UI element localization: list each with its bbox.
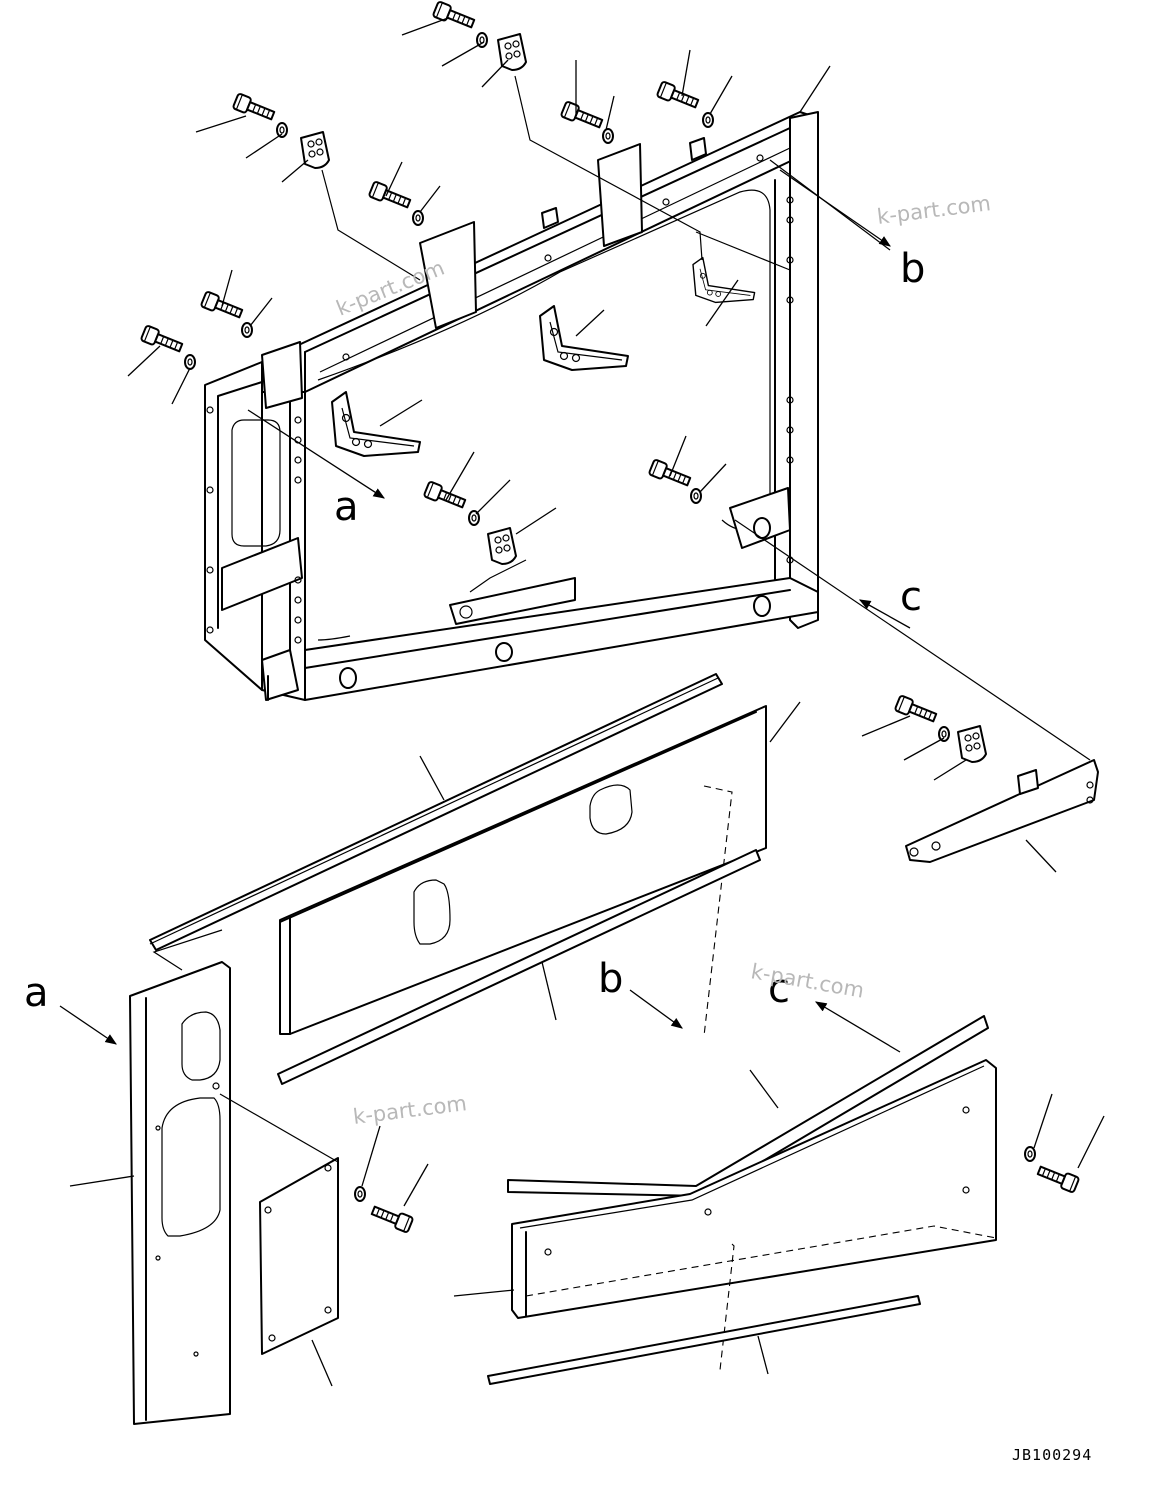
svg-text:a: a [334,484,359,530]
radiator-frame [204,111,819,701]
washer [1024,1146,1036,1162]
svg-text:a: a [24,970,49,1016]
bolt [1035,1161,1081,1194]
lower-seal-strip-right [507,1015,989,1197]
upper-cover-panel [279,705,767,1037]
view-ref-c-lower: c [768,966,901,1053]
left-side-panel [129,961,231,1425]
lower-cover-panel [511,1059,997,1371]
leader-lines-lower [69,701,1105,1387]
svg-text:b: b [900,246,925,292]
alignment-lines-lower [152,929,339,1163]
side-bracket [893,694,1099,863]
view-ref-b-upper: b [779,169,925,292]
gusset-bracket [331,391,421,457]
gusset-bracket [539,305,629,371]
svg-text:c: c [900,574,922,620]
watermark: k-part.com [749,959,866,1002]
access-cover-plate [259,1157,415,1355]
view-ref-b-lower: b [598,956,683,1029]
seal-strip-upper [149,673,723,951]
seal-strip-lower [277,849,761,1085]
gusset-bracket [692,256,756,304]
view-ref-a-upper: a [247,409,385,530]
leader-lines-upper [127,17,831,535]
svg-text:c: c [768,966,790,1012]
view-ref-c-upper: c [858,574,922,629]
bottom-seal-strip [487,1295,921,1385]
svg-text:b: b [598,956,623,1002]
watermark: k-part.com [352,1091,468,1129]
view-ref-a-lower: a [24,970,117,1045]
watermark: k-part.com [876,191,992,229]
drawing-code: JB100294 [1012,1446,1092,1464]
